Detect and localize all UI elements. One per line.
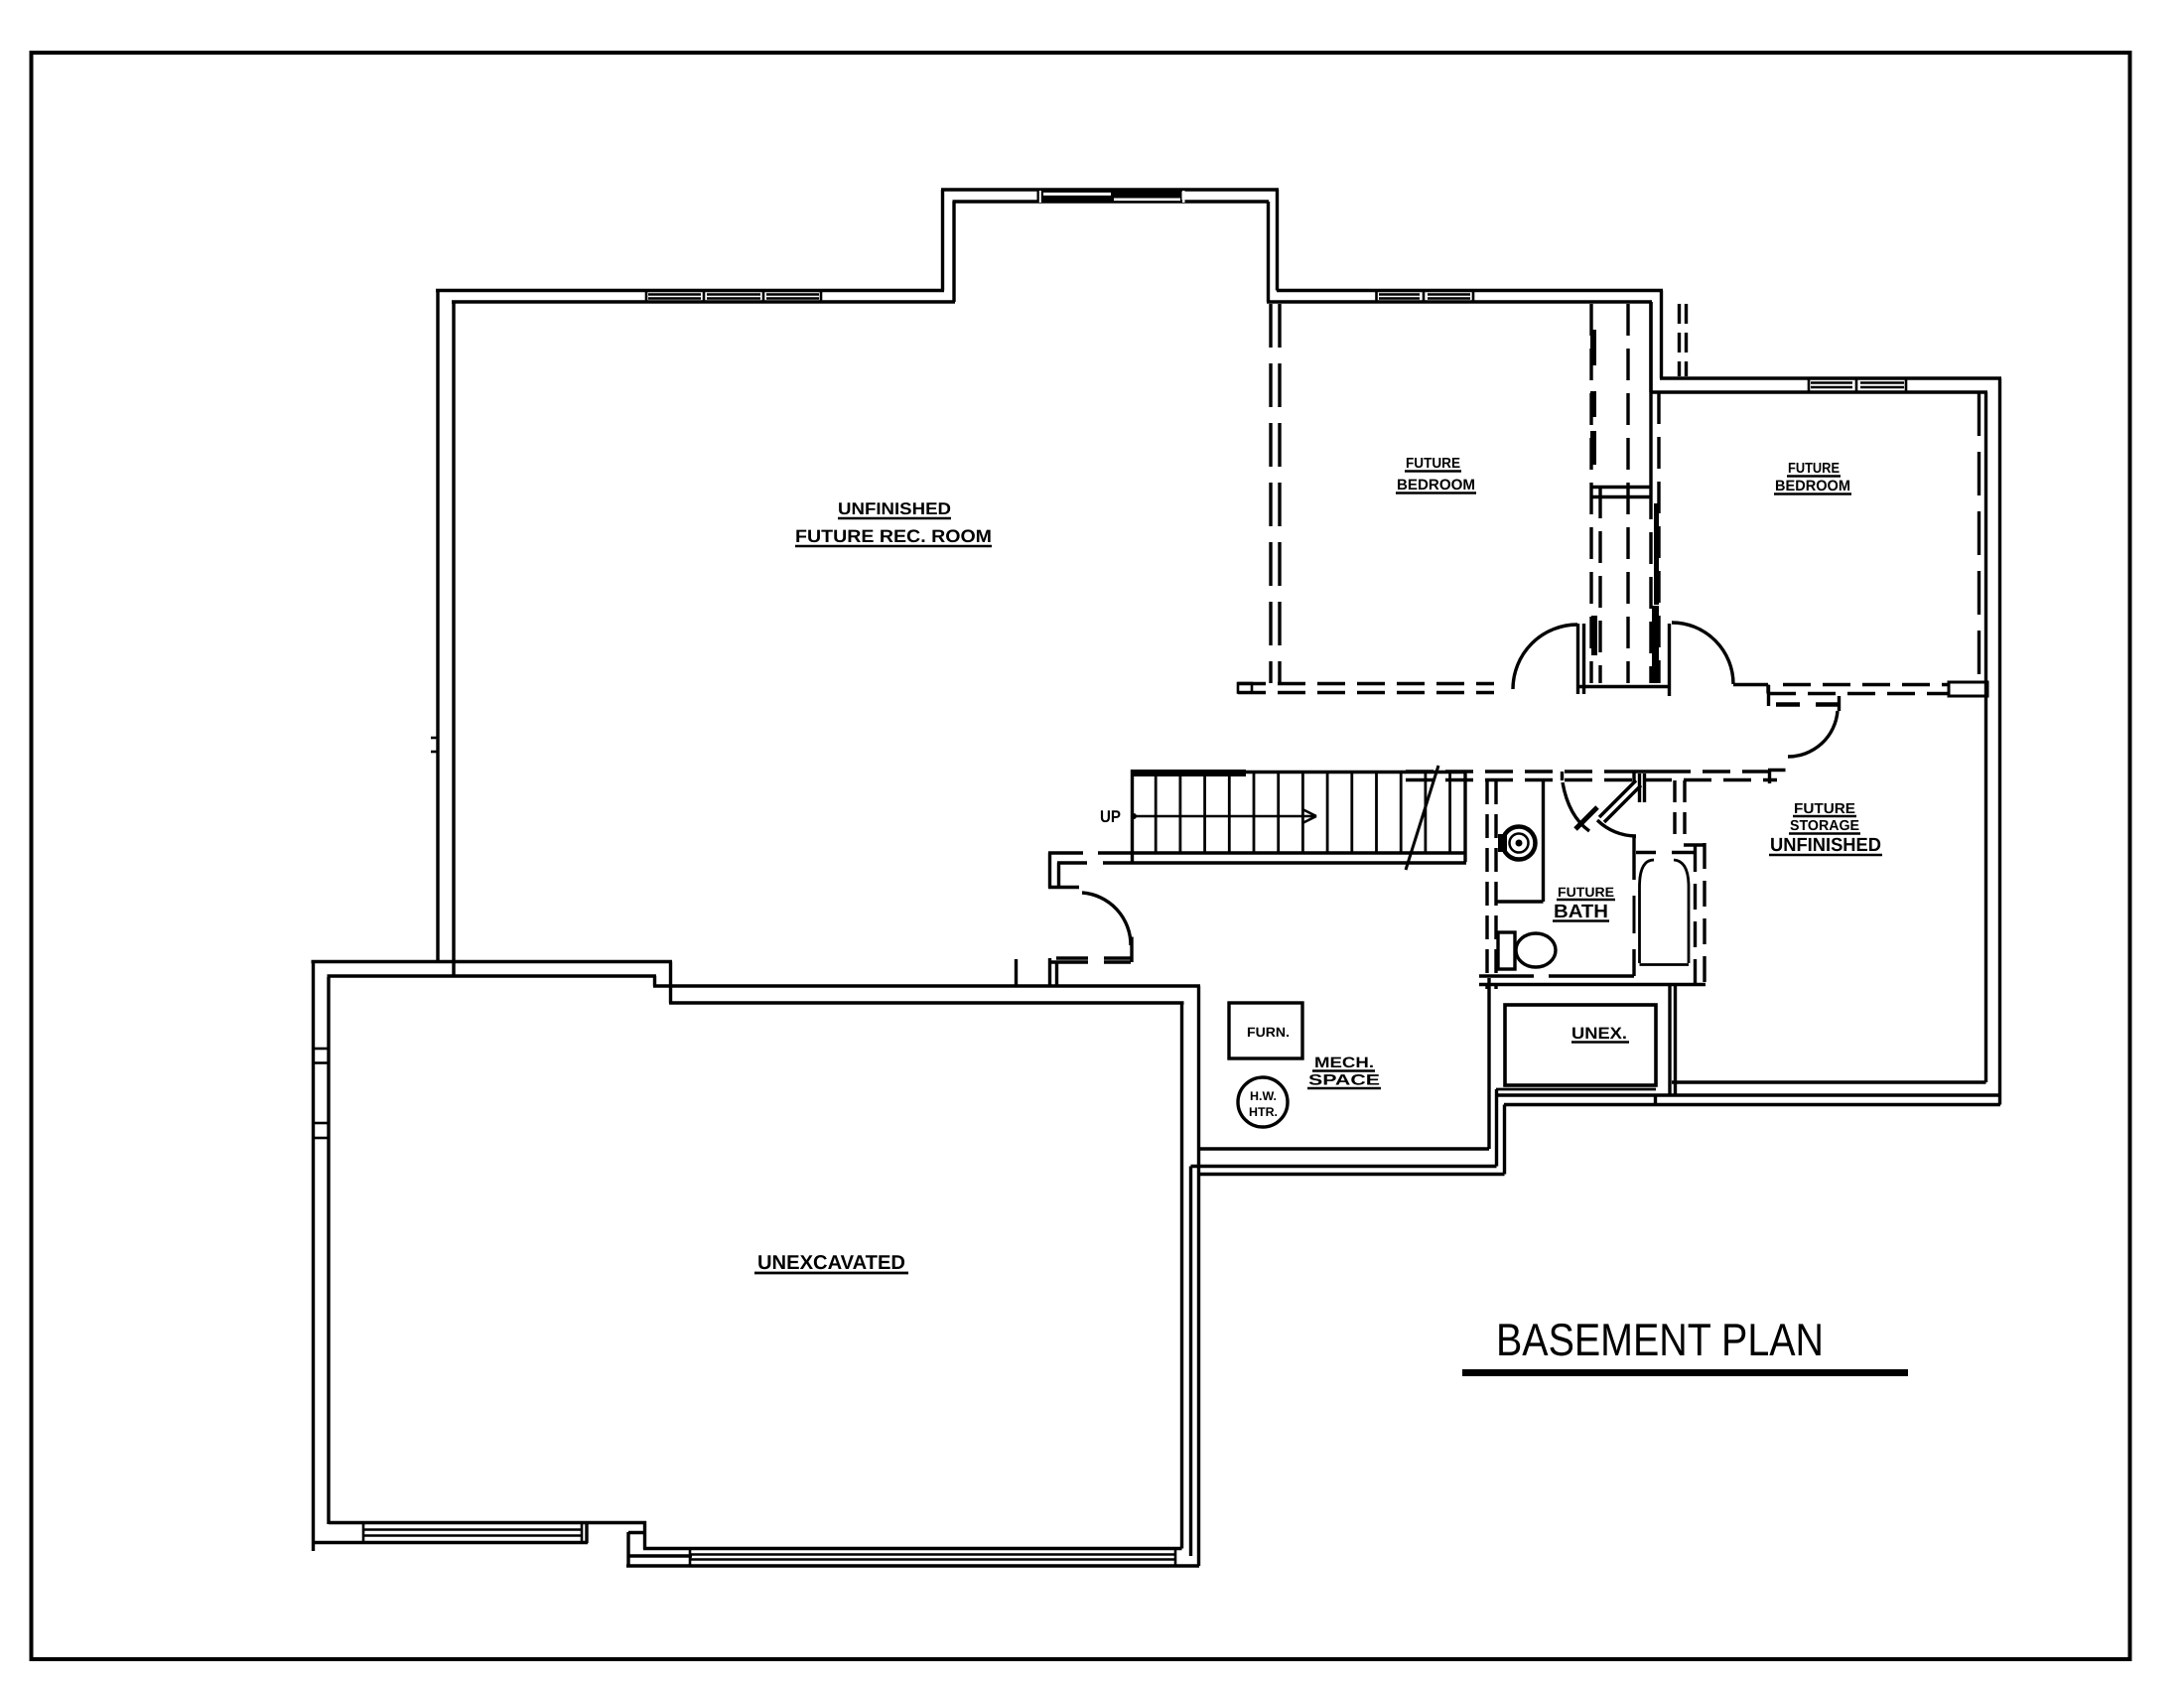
svg-text:HTR.: HTR. <box>1249 1105 1278 1119</box>
svg-text:UNFINISHED: UNFINISHED <box>1770 835 1881 856</box>
svg-text:UNEXCAVATED: UNEXCAVATED <box>757 1252 905 1274</box>
svg-text:BEDROOM: BEDROOM <box>1397 477 1475 493</box>
svg-text:BATH: BATH <box>1554 902 1608 922</box>
svg-text:H.W.: H.W. <box>1250 1089 1277 1103</box>
svg-text:UNEX.: UNEX. <box>1571 1025 1627 1043</box>
svg-text:STORAGE: STORAGE <box>1790 818 1859 834</box>
svg-text:FUTURE REC. ROOM: FUTURE REC. ROOM <box>795 526 992 546</box>
svg-text:UP: UP <box>1100 807 1121 826</box>
svg-text:FUTURE: FUTURE <box>1788 461 1840 477</box>
svg-text:FUTURE: FUTURE <box>1406 456 1460 472</box>
svg-text:FUTURE: FUTURE <box>1794 801 1855 817</box>
svg-text:SPACE: SPACE <box>1308 1072 1380 1089</box>
svg-text:BEDROOM: BEDROOM <box>1775 478 1850 494</box>
svg-text:FURN.: FURN. <box>1247 1025 1290 1040</box>
svg-text:UNFINISHED: UNFINISHED <box>838 499 951 518</box>
svg-text:MECH.: MECH. <box>1314 1055 1374 1071</box>
svg-text:BASEMENT PLAN: BASEMENT PLAN <box>1496 1314 1824 1365</box>
svg-text:FUTURE: FUTURE <box>1558 885 1614 900</box>
